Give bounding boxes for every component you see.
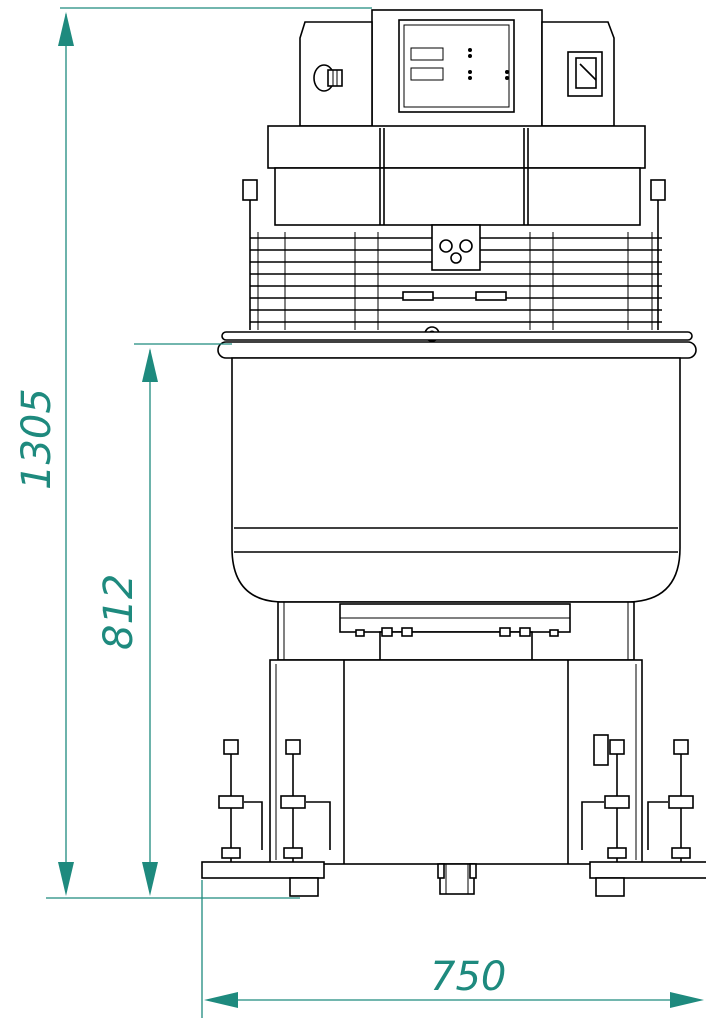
bowl-rim bbox=[217, 331, 697, 359]
main-switch-icon bbox=[567, 51, 603, 97]
leveling-feet bbox=[218, 734, 694, 862]
display-window-1 bbox=[410, 47, 444, 61]
bowl-support bbox=[277, 601, 635, 661]
arrow-up-icon bbox=[142, 348, 158, 382]
safety-guard bbox=[250, 224, 662, 342]
control-head bbox=[299, 9, 615, 129]
mixing-bowl bbox=[231, 357, 681, 603]
control-panel bbox=[398, 19, 515, 113]
emergency-stop-icon bbox=[313, 64, 343, 92]
width-label: 750 bbox=[430, 954, 506, 1000]
total-height-label: 1305 bbox=[14, 388, 60, 490]
display-window-2 bbox=[410, 67, 444, 81]
base-frame bbox=[201, 659, 706, 897]
arrow-down-icon bbox=[142, 862, 158, 896]
arrow-down-icon bbox=[58, 862, 74, 896]
bowl-height-label: 812 bbox=[96, 574, 142, 650]
dimension-lines bbox=[46, 7, 704, 1018]
arrow-right-icon bbox=[670, 992, 704, 1008]
motor-housing bbox=[242, 125, 666, 330]
arrow-left-icon bbox=[204, 992, 238, 1008]
arrow-up-icon bbox=[58, 12, 74, 46]
